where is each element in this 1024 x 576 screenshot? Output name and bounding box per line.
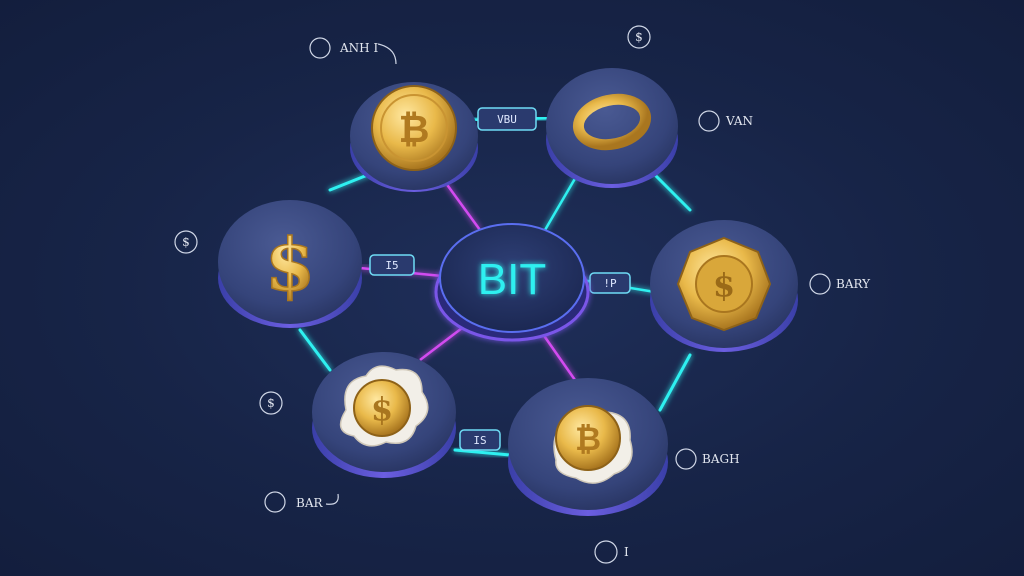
annotation-2: VAN: [698, 110, 753, 132]
gold-token-icon: $: [676, 236, 772, 332]
link-tag-4-text: I5: [385, 259, 398, 272]
svg-text:$: $: [182, 235, 190, 249]
annotation-6: I: [594, 540, 629, 564]
circled-dollar-glyphs: $ $ $: [182, 30, 643, 410]
annotation-1-text: ANH I: [339, 41, 378, 55]
annotation-5: BAR: [264, 491, 339, 513]
node-gold-token: $: [650, 220, 798, 352]
svg-text:$: $: [371, 390, 393, 428]
link-tag-4: I5: [369, 254, 415, 276]
link-tag-2: IS: [459, 429, 501, 451]
svg-text:₿: ₿: [399, 107, 430, 151]
annotation-3: BARY: [809, 273, 871, 295]
hub-node: BIT: [434, 223, 590, 342]
link-tag-1: VBU: [477, 107, 537, 131]
node-dollar-coin: $: [312, 352, 456, 478]
node-bitcoin-top: ₿: [350, 82, 478, 192]
link-tag-3: !P: [589, 272, 631, 294]
bitcoin-coin-icon: ₿: [371, 85, 457, 171]
bitcoin-coin-icon: ₿: [553, 405, 633, 484]
dollar-coin-icon: $: [339, 365, 429, 447]
annotation-4: BAGH: [675, 448, 740, 470]
node-bitcoin-bottom: ₿: [508, 378, 668, 516]
link-tag-3-text: !P: [603, 277, 617, 290]
link-tag-1-text: VBU: [497, 113, 517, 126]
svg-text:$: $: [265, 222, 315, 307]
svg-text:₿: ₿: [575, 420, 601, 458]
annotation-4-text: BAGH: [702, 452, 740, 466]
annotation-5-text: BAR: [296, 496, 323, 510]
annotation-3-text: BARY: [836, 277, 871, 291]
annotation-1: ANH I: [309, 37, 397, 65]
hub-label: BIT: [478, 255, 546, 304]
gold-ring-icon: [572, 93, 652, 151]
annotation-6-text: I: [624, 545, 629, 559]
svg-text:$: $: [267, 396, 275, 410]
link-tag-2-text: IS: [473, 434, 486, 447]
node-ring: [546, 68, 678, 188]
dollar-sign-icon: $: [264, 221, 316, 308]
node-dollar-left: $: [218, 200, 362, 328]
annotation-2-text: VAN: [725, 114, 753, 128]
svg-text:$: $: [635, 30, 643, 44]
circled-dollar-symbols: [174, 25, 651, 415]
svg-text:$: $: [713, 266, 735, 304]
